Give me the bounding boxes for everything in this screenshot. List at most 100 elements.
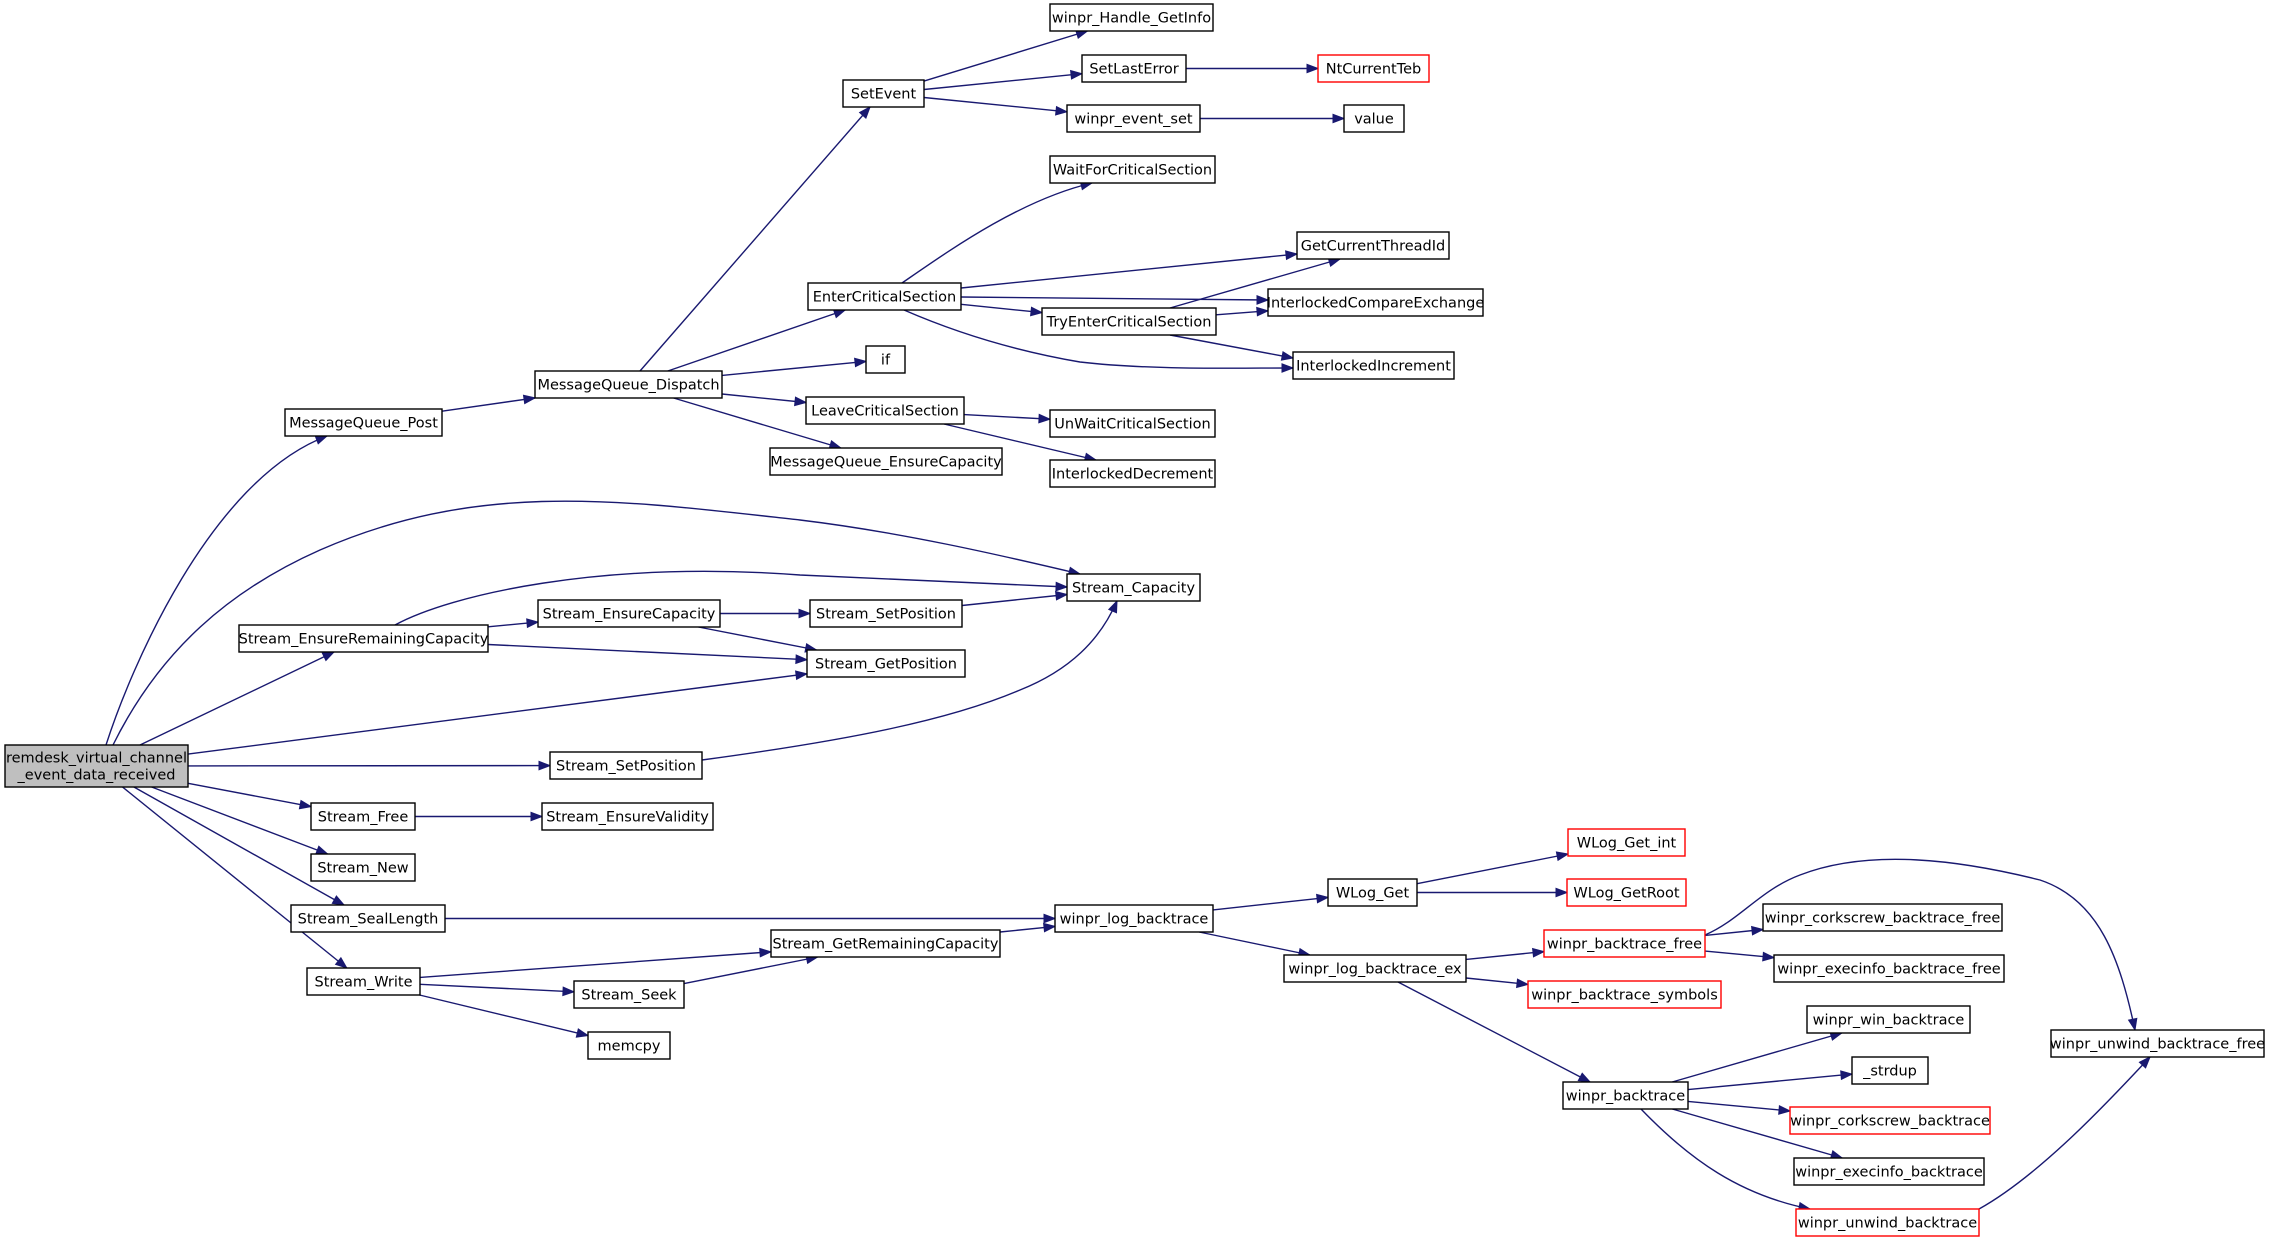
node-label: memcpy xyxy=(598,1039,661,1055)
node-box xyxy=(290,904,446,933)
edge-line xyxy=(1672,1032,1842,1083)
node-setlasterr[interactable]: SetLastError xyxy=(1081,54,1187,83)
edge-line xyxy=(133,786,345,906)
node-sseek[interactable]: Stream_Seek xyxy=(573,980,685,1009)
node-box xyxy=(770,929,1001,958)
node-box xyxy=(769,447,1003,476)
node-unwaitcs[interactable]: UnWaitCriticalSection xyxy=(1049,409,1216,438)
node-intinc[interactable]: InterlockedIncrement xyxy=(1292,351,1455,380)
arrowhead-icon xyxy=(795,670,809,681)
node-wloggetint[interactable]: WLog_Get_int xyxy=(1567,828,1686,857)
node-ssetpos1[interactable]: Stream_SetPosition xyxy=(809,599,963,628)
node-swrite[interactable]: Stream_Write xyxy=(306,967,421,996)
node-box xyxy=(1317,54,1430,83)
node-corkbt[interactable]: winpr_corkscrew_backtrace xyxy=(1789,1106,1991,1135)
node-waitcs[interactable]: WaitForCriticalSection xyxy=(1049,155,1216,184)
node-sec[interactable]: Stream_EnsureCapacity xyxy=(537,599,721,628)
edge-line xyxy=(394,570,1068,626)
node-snew[interactable]: Stream_New xyxy=(310,853,416,882)
node-wloggetroot[interactable]: WLog_GetRoot xyxy=(1566,878,1687,907)
node-logbtex[interactable]: winpr_log_backtrace_ex xyxy=(1283,954,1467,983)
node-box xyxy=(1793,1157,1985,1186)
arrowhead-icon xyxy=(1055,105,1069,116)
edge-btfree-to-corkfree xyxy=(1704,925,1765,937)
edge-sseek-to-sgrc xyxy=(683,954,819,985)
edge-tryenter-to-intcmp xyxy=(1215,306,1270,317)
edge-line xyxy=(1704,858,2136,1031)
arrowhead-icon xyxy=(854,357,868,368)
arrowhead-icon xyxy=(795,654,809,665)
edge-line xyxy=(903,309,1294,369)
edge-swrite-to-memcpy xyxy=(419,994,590,1038)
node-tryenter[interactable]: TryEnterCriticalSection xyxy=(1041,307,1217,336)
node-memcpy[interactable]: memcpy xyxy=(587,1031,671,1060)
node-hgetinfo[interactable]: winpr_Handle_GetInfo xyxy=(1049,3,1214,32)
node-winbt[interactable]: winpr_win_backtrace xyxy=(1806,1005,1971,1034)
node-unwindbt[interactable]: winpr_unwind_backtrace xyxy=(1795,1208,1980,1237)
edge-entercs-to-tryenter xyxy=(960,303,1044,317)
edge-root-to-sgetpos xyxy=(187,670,809,755)
node-box xyxy=(1296,231,1450,260)
node-serc[interactable]: Stream_EnsureRemainingCapacity xyxy=(238,624,489,653)
node-mqensure[interactable]: MessageQueue_EnsureCapacity xyxy=(769,447,1003,476)
edge-line xyxy=(923,96,1068,113)
arrowhead-icon xyxy=(1043,913,1057,924)
node-execfree[interactable]: winpr_execinfo_backtrace_free xyxy=(1773,954,2005,983)
node-box xyxy=(842,79,925,108)
node-intcmp[interactable]: InterlockedCompareExchange xyxy=(1267,288,1485,317)
node-ssetpos2[interactable]: Stream_SetPosition xyxy=(549,751,703,780)
node-sseal[interactable]: Stream_SealLength xyxy=(290,904,446,933)
node-corkfree[interactable]: winpr_corkscrew_backtrace_free xyxy=(1762,903,2003,932)
node-wlogget[interactable]: WLog_Get xyxy=(1327,878,1418,907)
node-strdup[interactable]: _strdup xyxy=(1851,1056,1929,1085)
node-box xyxy=(1773,954,2005,983)
node-if[interactable]: if xyxy=(865,345,906,374)
node-value[interactable]: value xyxy=(1343,104,1405,133)
arrowhead-icon xyxy=(1762,951,1776,962)
node-sgetpos[interactable]: Stream_GetPosition xyxy=(806,649,966,678)
node-btfree[interactable]: winpr_backtrace_free xyxy=(1543,929,1706,958)
node-btsym[interactable]: winpr_backtrace_symbols xyxy=(1527,980,1722,1009)
edge-btfree-to-execfree xyxy=(1704,950,1776,962)
edge-entercs-to-intcmp xyxy=(960,294,1270,305)
node-box xyxy=(4,744,189,788)
node-entercs[interactable]: EnterCriticalSection xyxy=(807,282,962,311)
node-bt[interactable]: winpr_backtrace xyxy=(1562,1081,1689,1110)
node-label: Stream_Free xyxy=(318,810,409,826)
node-label: value xyxy=(1354,112,1394,128)
node-unwindfree[interactable]: winpr_unwind_backtrace_free xyxy=(2050,1029,2265,1058)
node-label: Stream_GetPosition xyxy=(815,657,957,673)
edge-sfree-to-sev xyxy=(415,811,544,822)
node-logbt[interactable]: winpr_log_backtrace xyxy=(1054,904,1214,933)
edge-unwindbt-to-unwindfree xyxy=(1978,1055,2151,1210)
node-leavecs[interactable]: LeaveCriticalSection xyxy=(805,396,965,425)
node-execbt[interactable]: winpr_execinfo_backtrace xyxy=(1793,1157,1985,1186)
node-scap[interactable]: Stream_Capacity xyxy=(1066,573,1201,602)
edge-swrite-to-sseek xyxy=(419,983,576,997)
edge-line xyxy=(1687,1073,1853,1091)
node-setevent[interactable]: SetEvent xyxy=(842,79,925,108)
node-box xyxy=(1049,155,1216,184)
edge-wlogget-to-wloggetroot xyxy=(1417,887,1569,898)
node-box xyxy=(1054,904,1214,933)
node-box xyxy=(537,599,721,628)
node-mqpost[interactable]: MessageQueue_Post xyxy=(284,408,443,437)
edge-line xyxy=(1397,981,1591,1083)
node-box xyxy=(238,624,489,653)
edge-bt-to-winbt xyxy=(1672,1031,1844,1083)
node-sgrc[interactable]: Stream_GetRemainingCapacity xyxy=(770,929,1001,958)
node-sfree[interactable]: Stream_Free xyxy=(310,802,416,831)
node-mqdisp[interactable]: MessageQueue_Dispatch xyxy=(534,370,723,399)
node-ntteb[interactable]: NtCurrentTeb xyxy=(1317,54,1430,83)
edge-line xyxy=(1672,1108,1843,1159)
node-root[interactable]: remdesk_virtual_channel_event_data_recei… xyxy=(4,744,189,788)
node-box xyxy=(805,396,965,425)
node-getthread[interactable]: GetCurrentThreadId xyxy=(1296,231,1450,260)
arrowhead-icon xyxy=(858,105,871,119)
node-evset[interactable]: winpr_event_set xyxy=(1066,104,1201,133)
arrowhead-icon xyxy=(1532,947,1546,958)
arrowhead-icon xyxy=(1840,1070,1854,1081)
node-sev[interactable]: Stream_EnsureValidity xyxy=(541,802,714,831)
node-box xyxy=(587,1031,671,1060)
node-intdec[interactable]: InterlockedDecrement xyxy=(1049,459,1216,488)
